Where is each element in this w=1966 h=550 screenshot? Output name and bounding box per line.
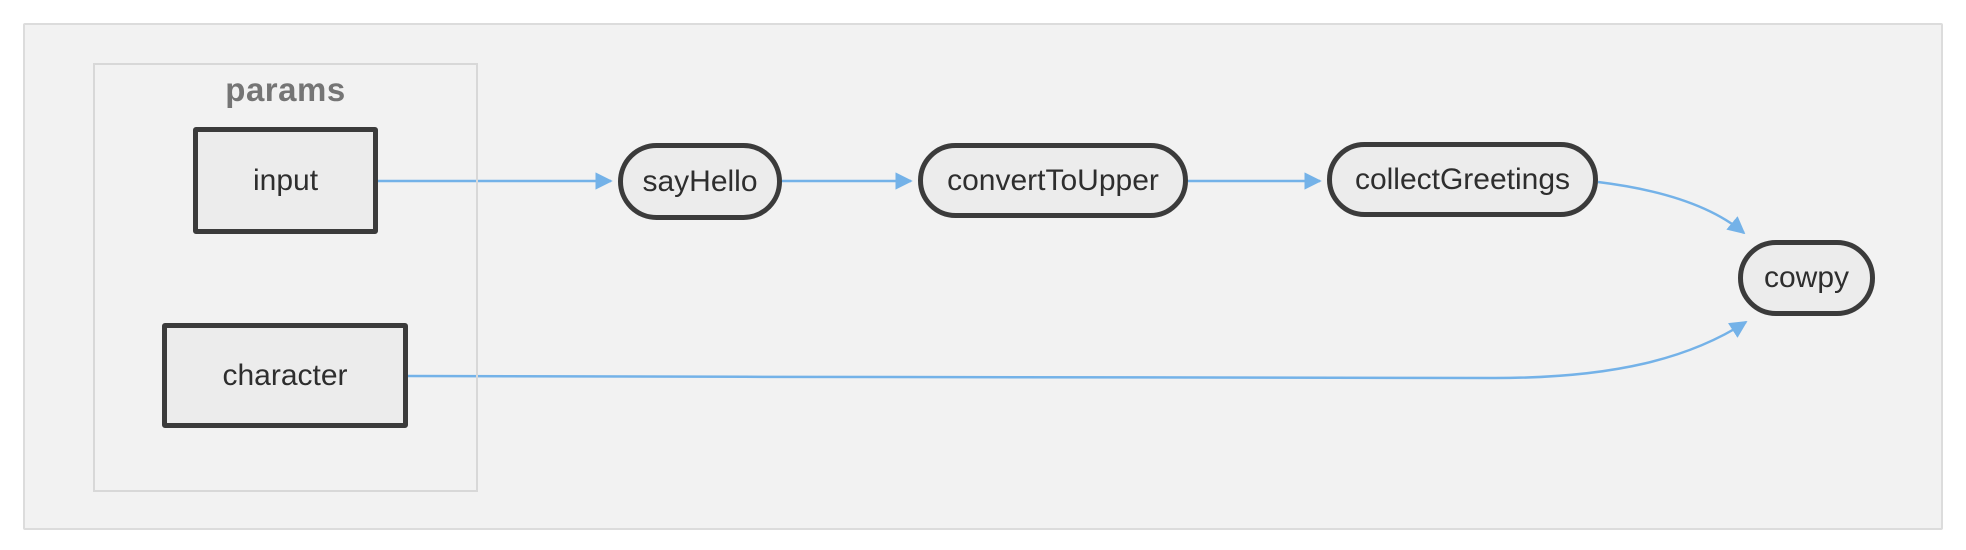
node-collectgreetings-label: collectGreetings: [1354, 162, 1571, 196]
params-group: params: [93, 63, 478, 492]
node-cowpy-label: cowpy: [1763, 261, 1850, 294]
node-converttoupper-label: convertToUpper: [947, 163, 1159, 197]
node-input-label: input: [252, 163, 319, 197]
diagram-frame: [23, 23, 1943, 530]
node-character[interactable]: character: [162, 323, 408, 428]
node-converttoupper[interactable]: convertToUpper: [918, 143, 1188, 218]
node-sayhello[interactable]: sayHello: [618, 143, 782, 220]
node-character-label: character: [222, 358, 348, 392]
node-sayhello-label: sayHello: [642, 164, 758, 198]
params-group-label: params: [225, 71, 346, 108]
node-collectgreetings[interactable]: collectGreetings: [1327, 142, 1598, 217]
node-cowpy[interactable]: cowpy: [1738, 240, 1875, 316]
node-input[interactable]: input: [193, 127, 378, 234]
